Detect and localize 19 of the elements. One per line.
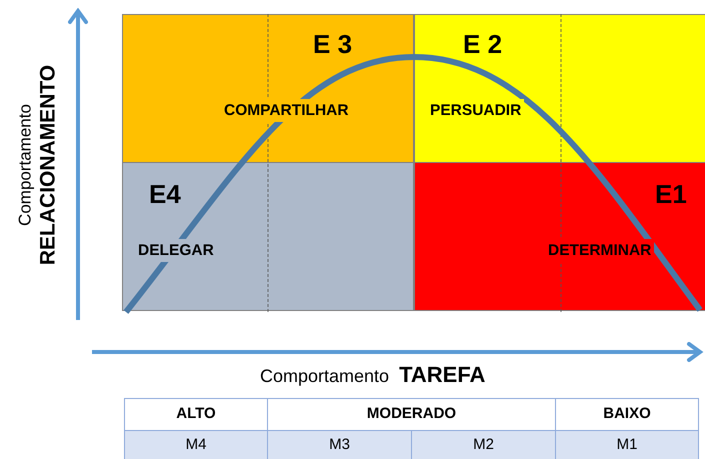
axis-title: RELACIONAMENTO: [36, 64, 60, 266]
table-header-cell: ALTO: [124, 398, 268, 430]
table-cell: M3: [268, 430, 412, 459]
table-header-cell: MODERADO: [268, 398, 556, 430]
table-cell: M2: [412, 430, 556, 459]
table-cell: M4: [124, 430, 268, 459]
quadrant-box: [414, 14, 705, 163]
style-label: E 3: [313, 28, 352, 61]
style-label: E 2: [463, 28, 502, 61]
table-header-cell: BAIXO: [556, 398, 699, 430]
quadrant-box: [414, 162, 705, 311]
style-label: E4: [149, 178, 181, 211]
quadrant-box: [122, 162, 414, 311]
axis-label: Comportamento: [14, 104, 36, 226]
axis-label: Comportamento: [260, 365, 390, 388]
quadrant-box: [122, 14, 414, 163]
table-cell: M1: [556, 430, 699, 459]
style-label: E1: [655, 178, 687, 211]
axis-title: TAREFA: [399, 361, 486, 389]
